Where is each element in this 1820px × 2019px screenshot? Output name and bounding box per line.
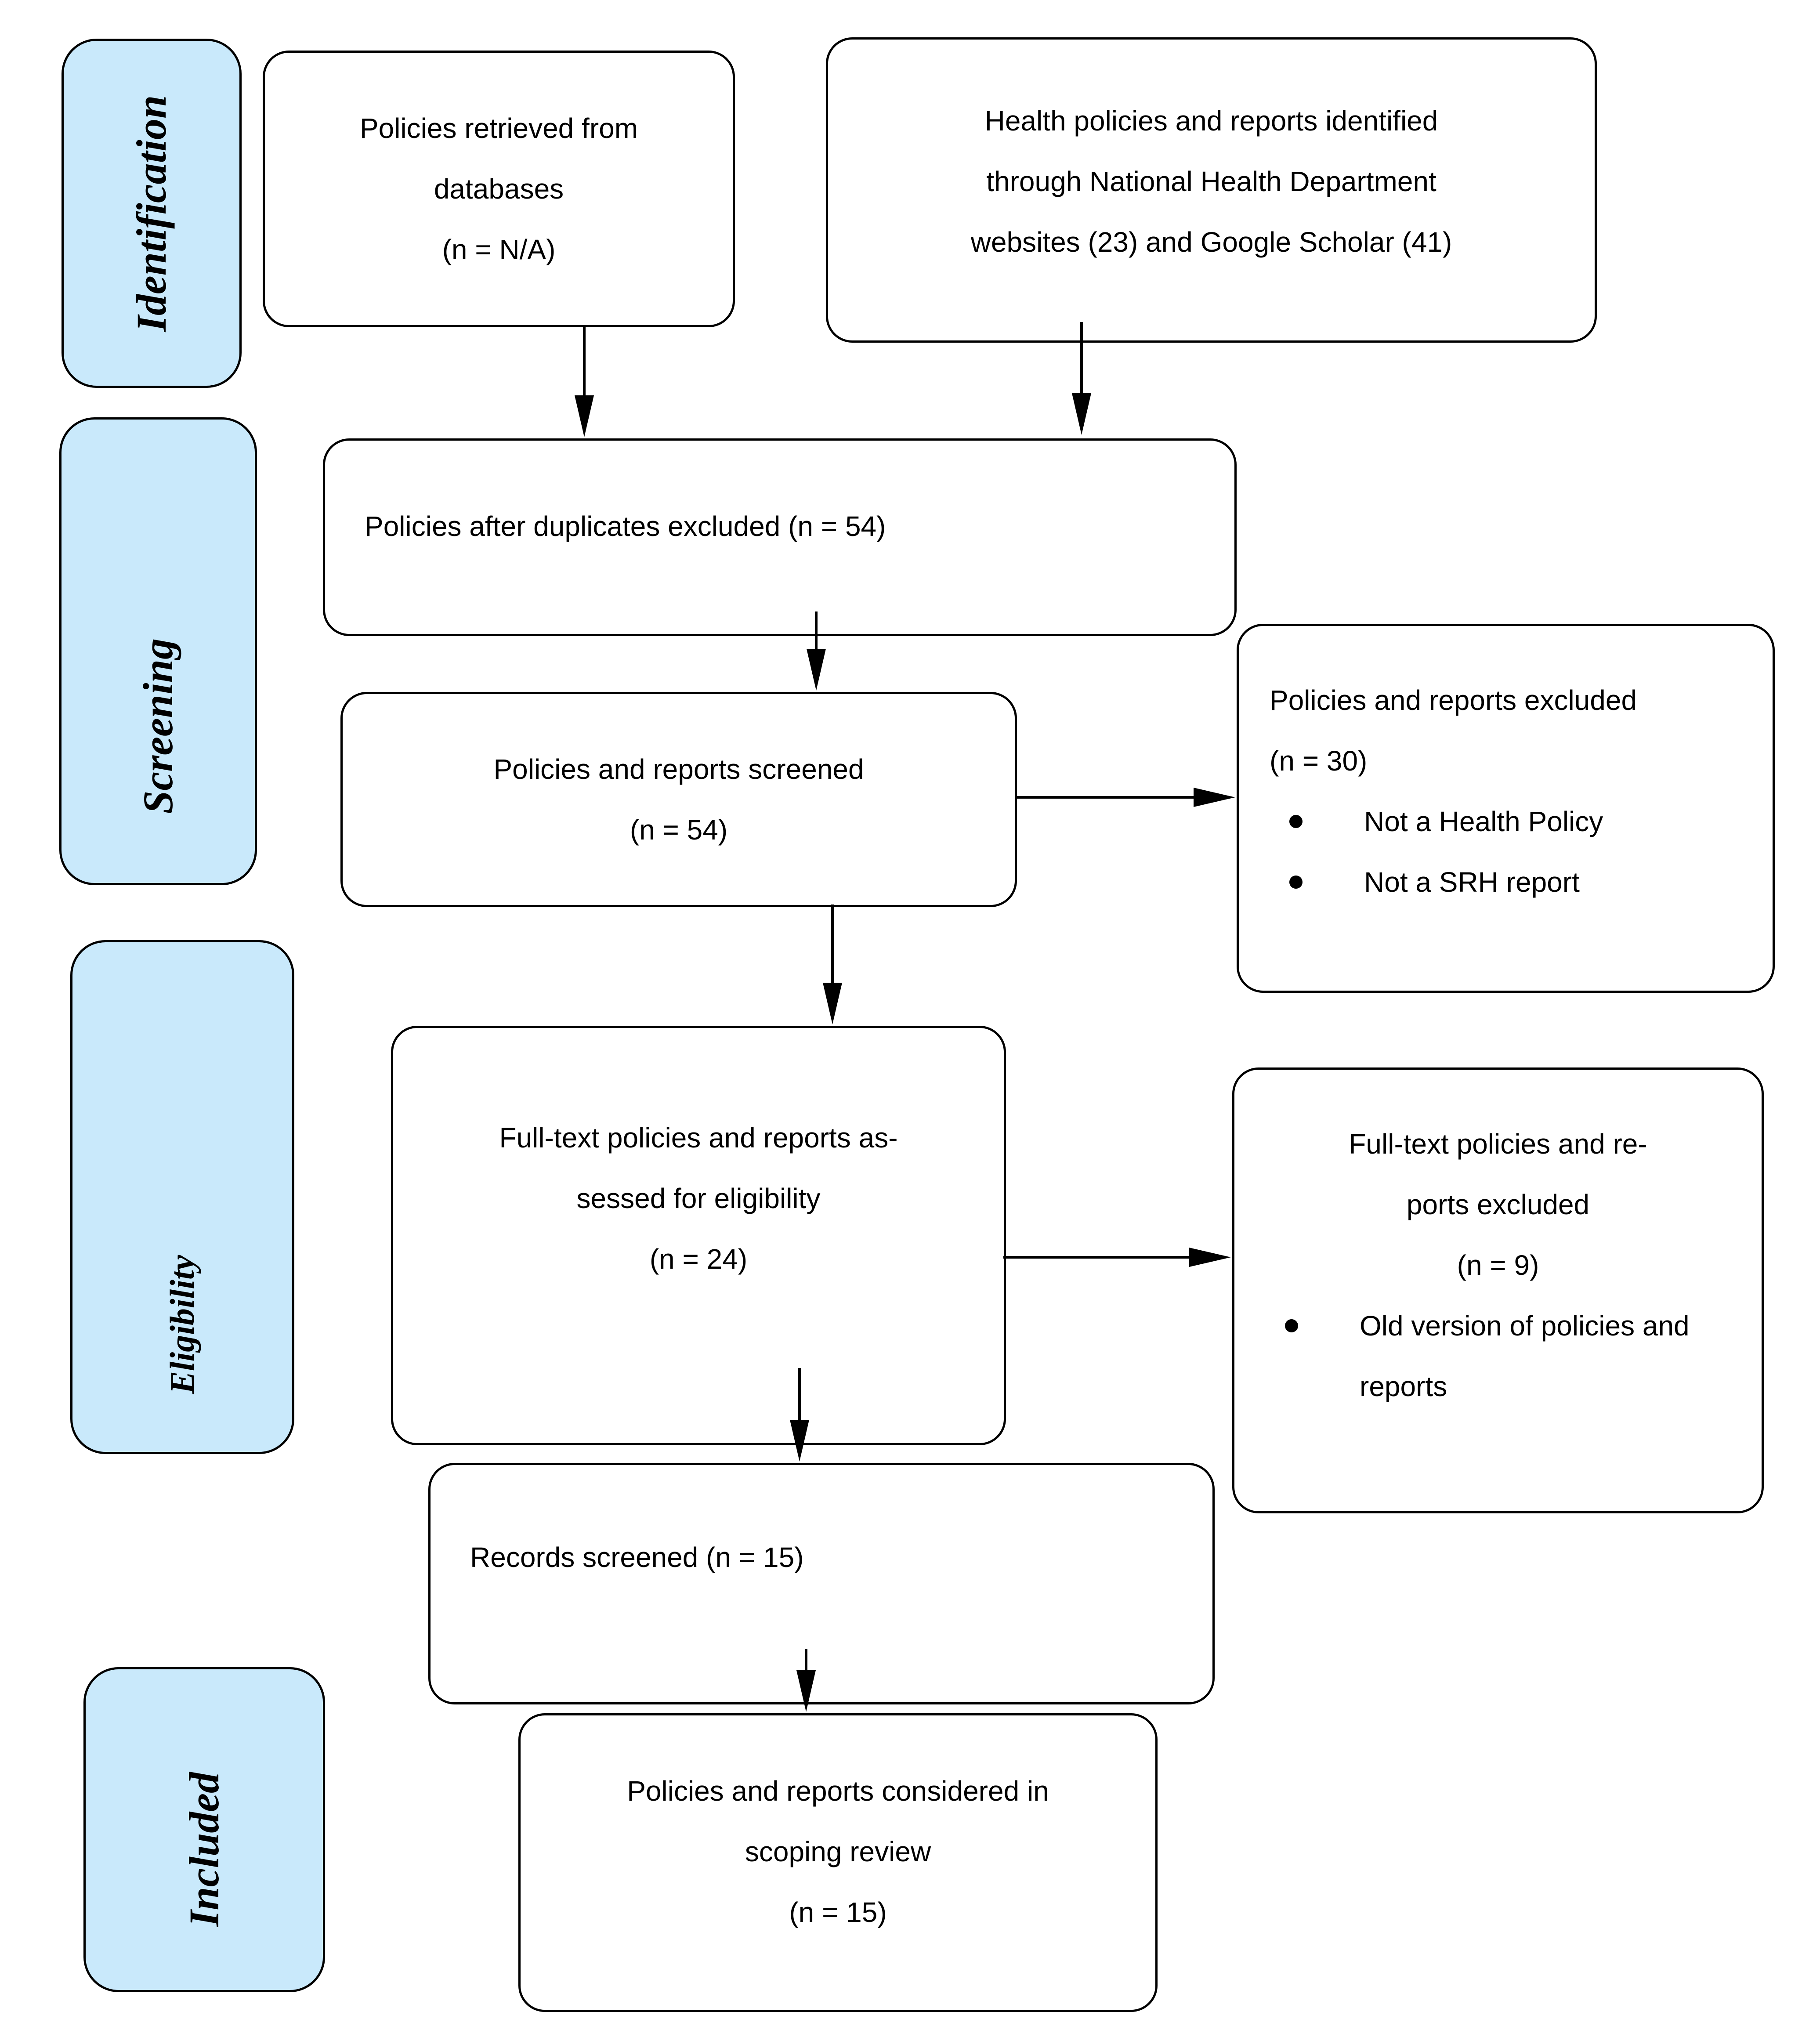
fulltext-excluded-bullets: Old version of policies and reports bbox=[1234, 1295, 1762, 1417]
node-fulltext-excluded: Full-text policies and re-ports excluded… bbox=[1232, 1067, 1764, 1513]
node-fulltext-assessed: Full-text policies and reports as-sessed… bbox=[391, 1026, 1006, 1445]
stage-included: Included bbox=[83, 1667, 325, 1992]
arrow-fulltext-to-excluded bbox=[1003, 1248, 1231, 1267]
arrow-screened-to-fulltext bbox=[823, 905, 842, 1024]
node-screening-excluded: Policies and reports excluded(n = 30) No… bbox=[1237, 624, 1775, 993]
arrow-records-to-included bbox=[796, 1649, 816, 1712]
node-duplicates-excluded: Policies after duplicates excluded (n = … bbox=[323, 438, 1237, 636]
fulltext-excluded-text: Full-text policies and re-ports excluded… bbox=[1349, 1128, 1647, 1281]
arrow-duplicates-to-screened bbox=[807, 611, 826, 691]
stage-eligibility: Eligibility bbox=[70, 940, 294, 1454]
node-policies-screened: Policies and reports screened(n = 54) bbox=[340, 692, 1017, 907]
arrow-retrieved-to-duplicates bbox=[575, 325, 594, 437]
arrow-screened-to-excluded bbox=[1015, 788, 1235, 807]
screening-excluded-text: Policies and reports excluded(n = 30) bbox=[1270, 684, 1637, 777]
arrow-fulltext-to-records bbox=[790, 1368, 809, 1462]
stage-identification: Identification bbox=[62, 39, 242, 388]
stage-screening: Screening bbox=[59, 417, 257, 885]
node-records-screened: Records screened (n = 15) bbox=[428, 1463, 1215, 1704]
arrow-identified-to-duplicates bbox=[1072, 322, 1091, 435]
